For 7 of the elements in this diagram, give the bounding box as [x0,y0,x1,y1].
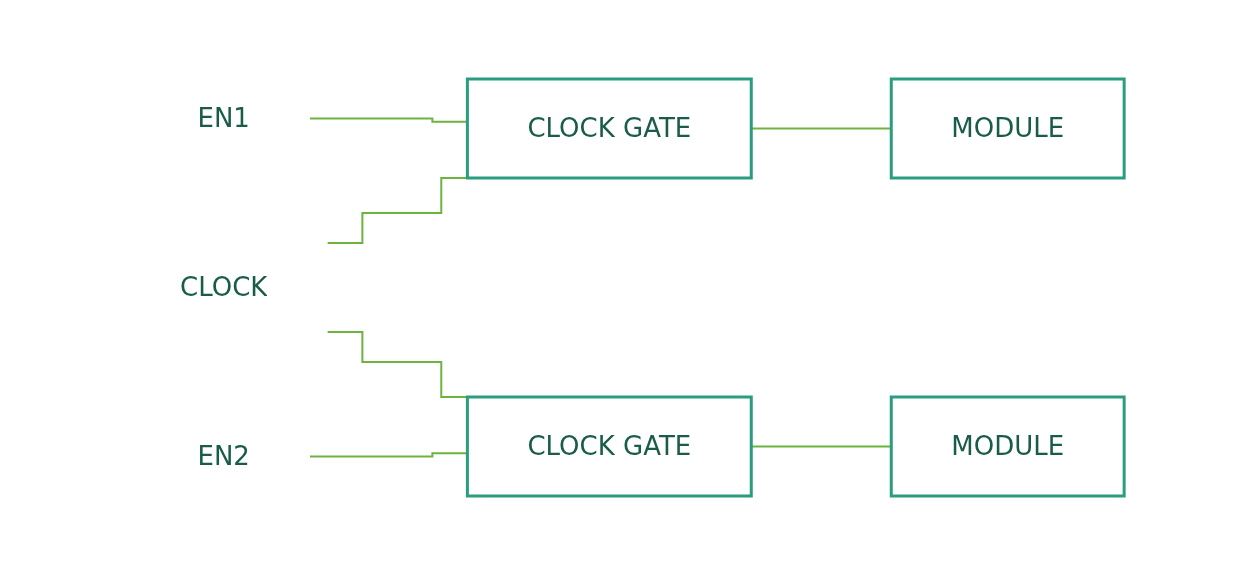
node-box: MODULE [889,77,1126,180]
node-box: CLOCK GATE [465,395,753,498]
node-box: MODULE [889,395,1126,498]
node-text: CLOCK [179,272,268,302]
node-text: EN2 [197,441,250,471]
node-box: CLOCK GATE [465,77,753,180]
node-text: EN1 [197,103,250,133]
